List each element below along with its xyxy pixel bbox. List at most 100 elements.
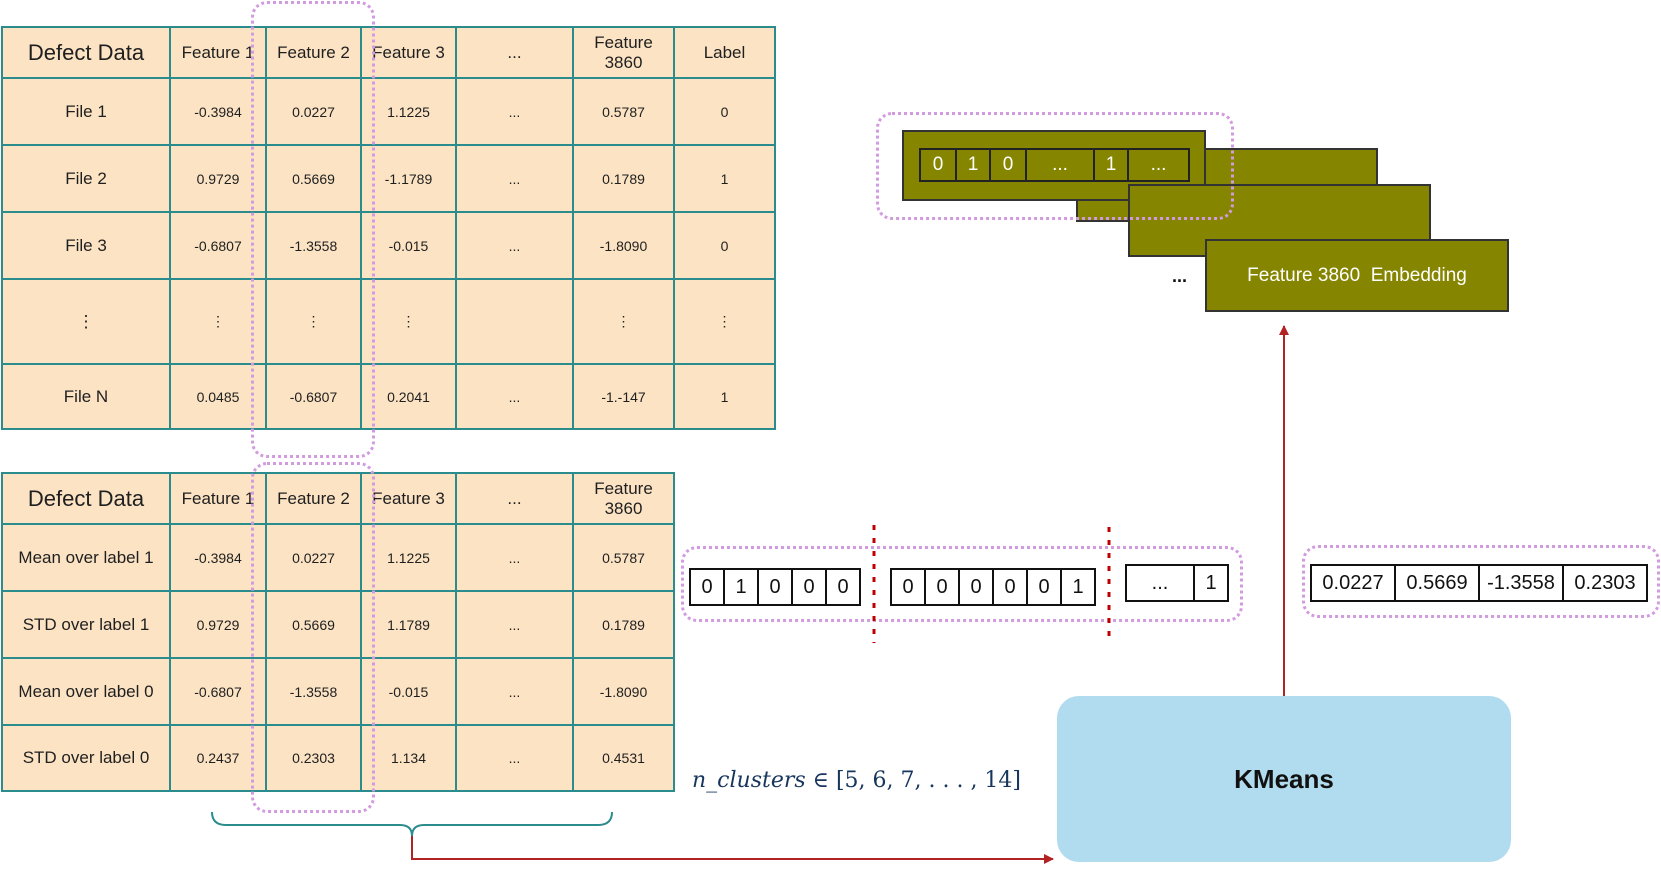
cell: -1.3558	[265, 211, 362, 280]
cell: -1.-147	[572, 363, 675, 430]
onehot-cell: 0	[691, 570, 725, 604]
onehot-cell: 0	[759, 570, 793, 604]
cell: 1.1225	[360, 77, 457, 146]
table-row: File 2 0.9729 0.5669 -1.1789 ... 0.1789 …	[1, 144, 776, 213]
brace-to-kmeans-arrow	[411, 836, 1054, 864]
cell: 1.134	[360, 724, 457, 792]
cell: ⋮	[673, 278, 776, 365]
cell: ...	[455, 144, 574, 213]
embedding-cell: 1	[1095, 150, 1129, 180]
embedding-vector: 0 1 0 ... 1 ...	[919, 148, 1190, 182]
cell	[455, 278, 574, 365]
cell: 1	[673, 144, 776, 213]
cell: 0.1789	[572, 144, 675, 213]
row-name: File 2	[1, 144, 171, 213]
header-feature-3: Feature 3	[360, 26, 457, 79]
cell: -1.3558	[265, 657, 362, 726]
header-feature-3860: Feature 3860	[572, 472, 675, 525]
onehot-cell: ...	[1127, 566, 1195, 600]
cell: ...	[455, 211, 574, 280]
cell: 0	[673, 77, 776, 146]
header-label: Label	[673, 26, 776, 79]
cell: 0.0227	[265, 523, 362, 592]
formula-operator: ∈	[812, 768, 829, 793]
header-feature-3860: Feature 3860	[572, 26, 675, 79]
header-defect-data: Defect Data	[1, 26, 171, 79]
table-row: File N 0.0485 -0.6807 0.2041 ... -1.-147…	[1, 363, 776, 430]
feature-2-stat-vector: 0.0227 0.5669 -1.3558 0.2303	[1310, 564, 1648, 602]
table-row: ⋮ ⋮ ⋮ ⋮ ⋮ ⋮	[1, 278, 776, 365]
cell: ...	[455, 523, 574, 592]
cell: ...	[455, 590, 574, 659]
table-header-row: Defect Data Feature 1 Feature 2 Feature …	[1, 26, 776, 79]
cell: 0.5787	[572, 523, 675, 592]
cell: 0.1789	[572, 590, 675, 659]
curly-brace	[211, 811, 613, 837]
cell: -1.8090	[572, 211, 675, 280]
cell: ⋮	[360, 278, 457, 365]
row-name: File 1	[1, 77, 171, 146]
table-row: File 1 -0.3984 0.0227 1.1225 ... 0.5787 …	[1, 77, 776, 146]
row-name: Mean over label 1	[1, 523, 171, 592]
onehot-cell: 0	[994, 570, 1028, 604]
embedding-cell: 0	[921, 150, 957, 180]
cell: ...	[455, 724, 574, 792]
embedding-card-front: Feature 3860 Embedding	[1205, 239, 1509, 312]
onehot-cell: 0	[1028, 570, 1062, 604]
cell: 0.9729	[169, 590, 267, 659]
header-ellipsis: ...	[455, 472, 574, 525]
cell: ...	[455, 363, 574, 430]
onehot-cell: 1	[725, 570, 759, 604]
onehot-cell: 0	[837, 575, 849, 598]
cell: 0.5787	[572, 77, 675, 146]
embedding-cell: 1	[957, 150, 991, 180]
stat-cell: -1.3558	[1480, 566, 1564, 600]
cell: ...	[455, 77, 574, 146]
cell: 1.1225	[360, 523, 457, 592]
formula-range: [5, 6, 7, . . . , 14]	[835, 768, 1022, 793]
kmeans-box: KMeans	[1057, 696, 1511, 862]
cell: -0.015	[360, 657, 457, 726]
cell: 1.1789	[360, 590, 457, 659]
cell: -0.6807	[169, 211, 267, 280]
table-row: STD over label 1 0.9729 0.5669 1.1789 ..…	[1, 590, 675, 659]
cell: ⋮	[169, 278, 267, 365]
table-row: Mean over label 0 -0.6807 -1.3558 -0.015…	[1, 657, 675, 726]
n-clusters-formula: n_clusters ∈ [5, 6, 7, . . . , 14]	[692, 768, 1021, 793]
header-defect-data: Defect Data	[1, 472, 171, 525]
cell: -1.1789	[360, 144, 457, 213]
cell: 0	[673, 211, 776, 280]
onehot-cell: 0	[960, 570, 994, 604]
table-row: File 3 -0.6807 -1.3558 -0.015 ... -1.809…	[1, 211, 776, 280]
cell: 0.9729	[169, 144, 267, 213]
embedding-label: Feature 3860 Embedding	[1247, 264, 1467, 286]
header-feature-3: Feature 3	[360, 472, 457, 525]
cell: 0.2041	[360, 363, 457, 430]
embedding-cell: ...	[1027, 150, 1095, 180]
row-name: STD over label 1	[1, 590, 171, 659]
stat-cell: 0.2303	[1574, 571, 1636, 594]
onehot-cell: 0	[793, 570, 827, 604]
cell: 0.0227	[265, 77, 362, 146]
cell: 0.2437	[169, 724, 267, 792]
onehot-cell: 1	[1072, 575, 1084, 598]
row-name: File 3	[1, 211, 171, 280]
header-feature-2: Feature 2	[265, 472, 362, 525]
formula-variable: n_clusters	[692, 768, 806, 793]
onehot-vector-1: 0 1 0 0 0	[689, 568, 861, 606]
row-name: File N	[1, 363, 171, 430]
table-row: Mean over label 1 -0.3984 0.0227 1.1225 …	[1, 523, 675, 592]
row-name: Mean over label 0	[1, 657, 171, 726]
onehot-cell: 0	[926, 570, 960, 604]
row-name: ⋮	[1, 278, 171, 365]
cell: -1.8090	[572, 657, 675, 726]
header-ellipsis: ...	[455, 26, 574, 79]
defect-data-table: Defect Data Feature 1 Feature 2 Feature …	[1, 26, 776, 430]
stat-cell: 0.0227	[1312, 566, 1396, 600]
onehot-vector-3: ... 1	[1125, 564, 1229, 602]
header-feature-1: Feature 1	[169, 472, 267, 525]
cell: 0.5669	[265, 590, 362, 659]
cell: -0.015	[360, 211, 457, 280]
table-header-row: Defect Data Feature 1 Feature 2 Feature …	[1, 472, 675, 525]
cell: -0.6807	[265, 363, 362, 430]
